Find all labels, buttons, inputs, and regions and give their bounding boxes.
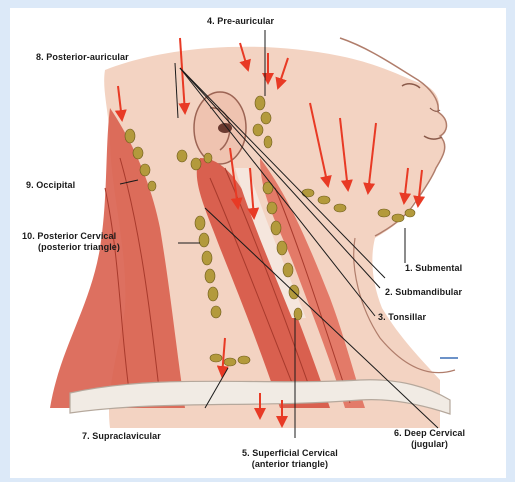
label-superficial-cervical-line2: (anterior triangle) — [242, 459, 338, 470]
label-posterior-auricular: 8. Posterior-auricular — [36, 52, 129, 63]
label-supraclavicular: 7. Supraclavicular — [82, 431, 161, 442]
label-deep-cervical: 6. Deep Cervical (jugular) — [394, 428, 465, 450]
label-deep-cervical-line2: (jugular) — [394, 439, 465, 450]
label-deep-cervical-line1: 6. Deep Cervical — [394, 428, 465, 439]
label-submandibular: 2. Submandibular — [385, 287, 462, 298]
label-posterior-cervical-line2: (posterior triangle) — [22, 242, 120, 253]
label-submental: 1. Submental — [405, 263, 462, 274]
label-posterior-cervical: 10. Posterior Cervical (posterior triang… — [22, 231, 120, 253]
diagram-frame: 4. Pre-auricular 8. Posterior-auricular … — [10, 8, 506, 478]
label-occipital: 9. Occipital — [26, 180, 75, 191]
label-pre-auricular: 4. Pre-auricular — [207, 16, 274, 27]
label-superficial-cervical-line1: 5. Superficial Cervical — [242, 448, 338, 459]
label-tonsillar: 3. Tonsillar — [378, 312, 426, 323]
label-superficial-cervical: 5. Superficial Cervical (anterior triang… — [242, 448, 338, 470]
label-posterior-cervical-line1: 10. Posterior Cervical — [22, 231, 120, 242]
